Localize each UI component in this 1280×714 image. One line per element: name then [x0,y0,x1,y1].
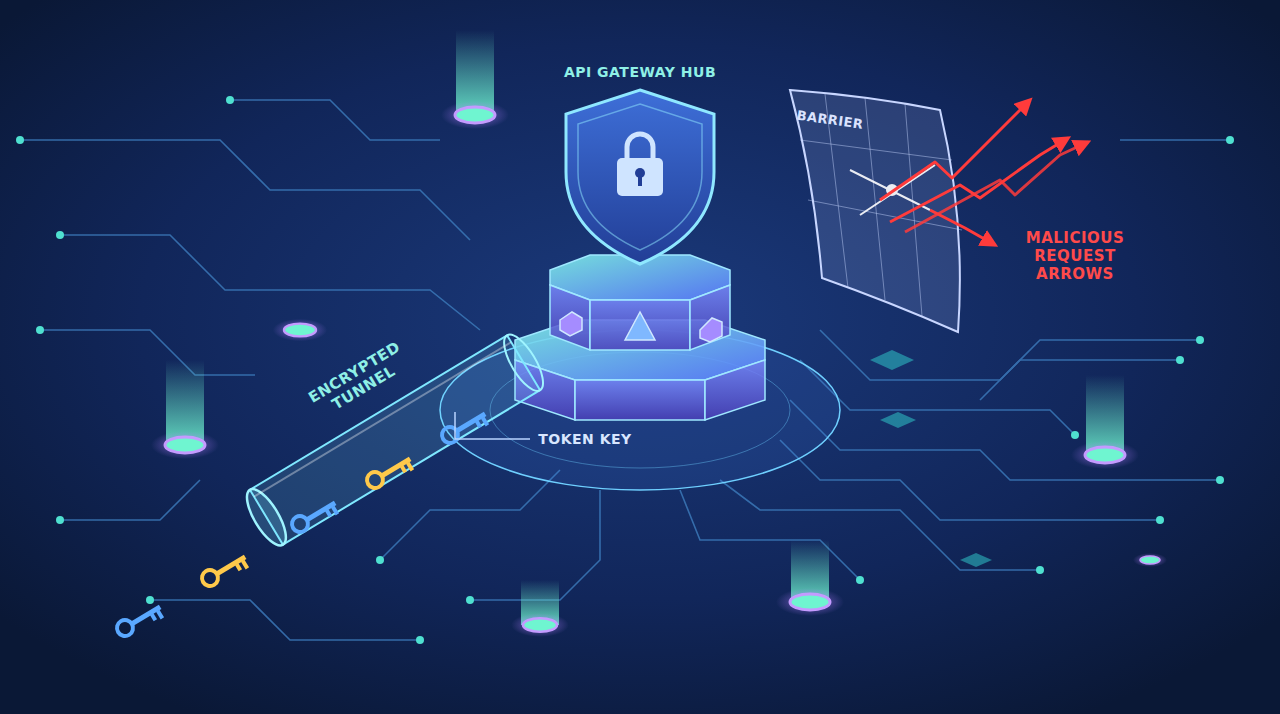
hub-label: API GATEWAY HUB [564,64,716,81]
token-label: TOKEN KEY [538,431,632,448]
threat-label: MALICIOUS REQUEST ARROWS [1015,229,1135,283]
